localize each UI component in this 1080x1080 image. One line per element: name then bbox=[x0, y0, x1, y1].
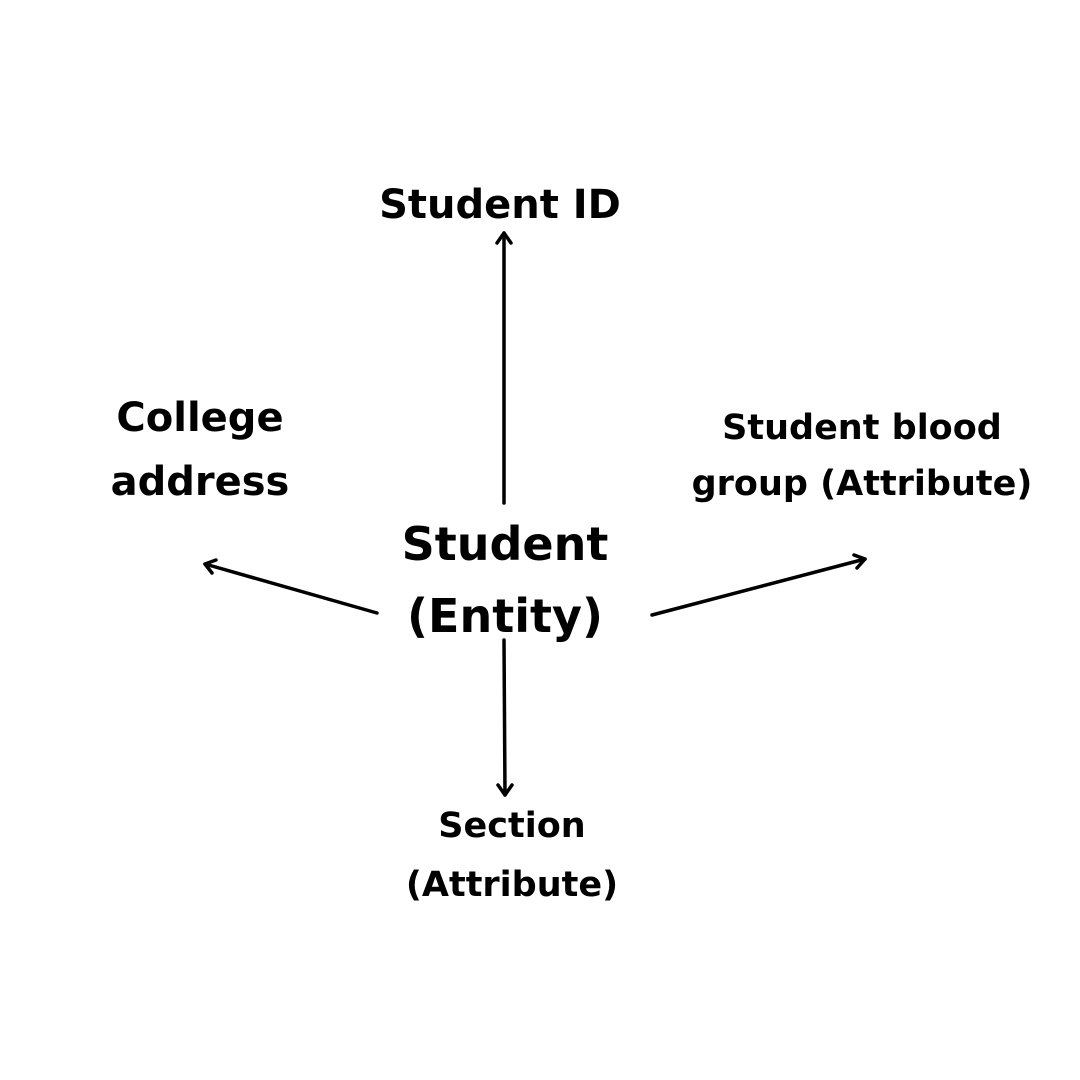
arrow-to-student-id bbox=[495, 231, 513, 505]
arrow-shaft bbox=[650, 557, 867, 617]
attribute-blood-group: Student blood group (Attribute) bbox=[677, 400, 1047, 512]
attribute-college-address: College address bbox=[60, 386, 340, 514]
arrow-to-college-address bbox=[203, 558, 379, 615]
arrow-shaft bbox=[203, 562, 379, 615]
entity-student-line1: Student bbox=[401, 517, 609, 571]
attribute-college-address-line1: College bbox=[116, 395, 284, 441]
arrow-head bbox=[203, 558, 218, 575]
attribute-student-id: Student ID bbox=[330, 178, 670, 232]
attribute-student-id-text: Student ID bbox=[379, 182, 621, 228]
entity-student-line2: (Entity) bbox=[407, 589, 603, 643]
attribute-section-line1: Section bbox=[438, 806, 586, 846]
entity-student: Student (Entity) bbox=[355, 508, 655, 652]
arrow-shaft bbox=[502, 638, 507, 797]
arrow-to-blood-group bbox=[650, 553, 867, 617]
attribute-section-line2: (Attribute) bbox=[405, 865, 619, 905]
attribute-blood-group-line2: group (Attribute) bbox=[691, 464, 1033, 504]
arrow-head bbox=[852, 553, 867, 570]
arrow-to-section bbox=[496, 638, 514, 797]
attribute-college-address-line2: address bbox=[110, 459, 290, 505]
arrow-head bbox=[496, 783, 514, 797]
attribute-section: Section (Attribute) bbox=[362, 797, 662, 915]
arrow-head bbox=[495, 231, 513, 245]
attribute-blood-group-line1: Student blood bbox=[722, 408, 1002, 448]
